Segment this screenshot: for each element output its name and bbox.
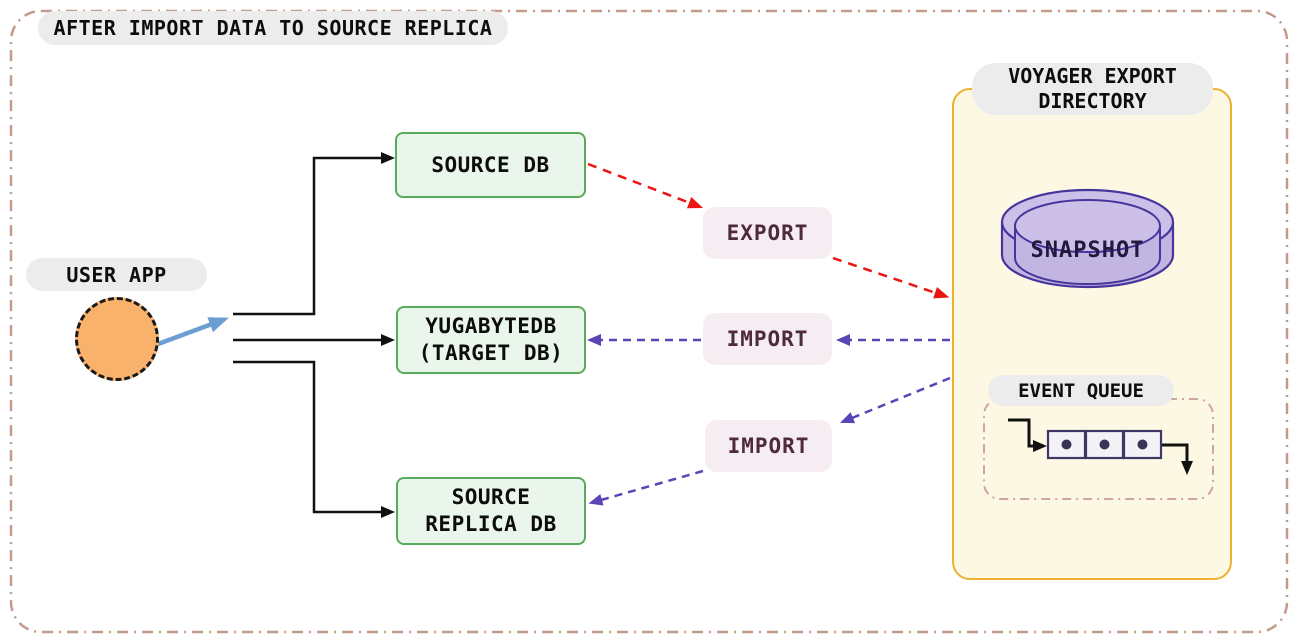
event-queue-label-text: EVENT QUEUE — [1018, 379, 1144, 402]
voyager-export-directory-label: VOYAGER EXPORT DIRECTORY — [972, 63, 1213, 115]
source-db-label: SOURCE DB — [431, 152, 550, 177]
branch-line-source-db — [233, 152, 395, 316]
source-replica-label-line1: SOURCE — [451, 485, 531, 509]
import-target-flow-label: IMPORT — [703, 313, 832, 365]
node-source-db: SOURCE DB — [395, 132, 586, 198]
voyager-label-line1: VOYAGER EXPORT — [1008, 64, 1177, 88]
target-db-label-line2: (TARGET DB) — [418, 341, 564, 365]
import-replica-flow-label: IMPORT — [705, 420, 832, 472]
target-db-label-line1: YUGABYTEDB — [425, 314, 557, 338]
branch-line-source-replica-db — [233, 360, 395, 518]
diagram-title-text: AFTER IMPORT DATA TO SOURCE REPLICA — [53, 16, 493, 40]
export-arrow-sourcedb-to-label — [587, 162, 704, 209]
import-replica-flow-label-text: IMPORT — [727, 434, 810, 458]
user-app-icon — [75, 297, 159, 381]
node-target-db: YUGABYTEDB (TARGET DB) — [396, 306, 586, 374]
export-flow-label-text: EXPORT — [726, 221, 809, 245]
import-arrow-label-to-replica-db — [588, 469, 704, 506]
import-target-flow-label-text: IMPORT — [726, 327, 809, 351]
import-arrow-voyager-to-replica-label — [839, 376, 951, 424]
node-source-replica-db: SOURCE REPLICA DB — [396, 477, 586, 545]
user-app-label: USER APP — [26, 258, 207, 291]
user-app-arrow — [157, 317, 229, 347]
voyager-label-line2: DIRECTORY — [1038, 89, 1147, 113]
diagram-title: AFTER IMPORT DATA TO SOURCE REPLICA — [38, 11, 508, 45]
source-replica-label-line2: REPLICA DB — [425, 512, 557, 536]
user-app-label-text: USER APP — [66, 262, 167, 287]
event-queue-label: EVENT QUEUE — [988, 375, 1174, 406]
voyager-export-directory-container — [952, 88, 1232, 580]
export-arrow-label-to-voyager — [832, 256, 950, 299]
export-flow-label: EXPORT — [703, 207, 832, 259]
